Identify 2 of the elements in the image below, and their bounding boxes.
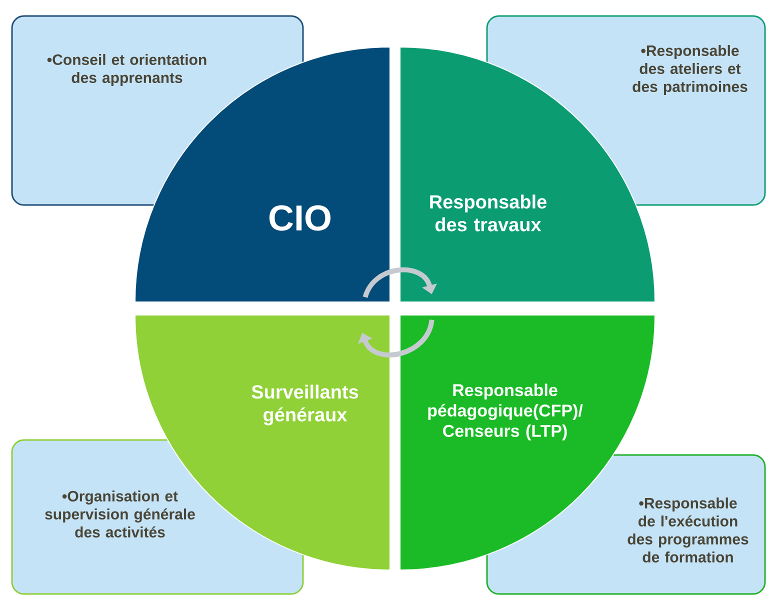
cycle-arrow: [358, 319, 434, 358]
cycle-arrow: [362, 267, 437, 298]
